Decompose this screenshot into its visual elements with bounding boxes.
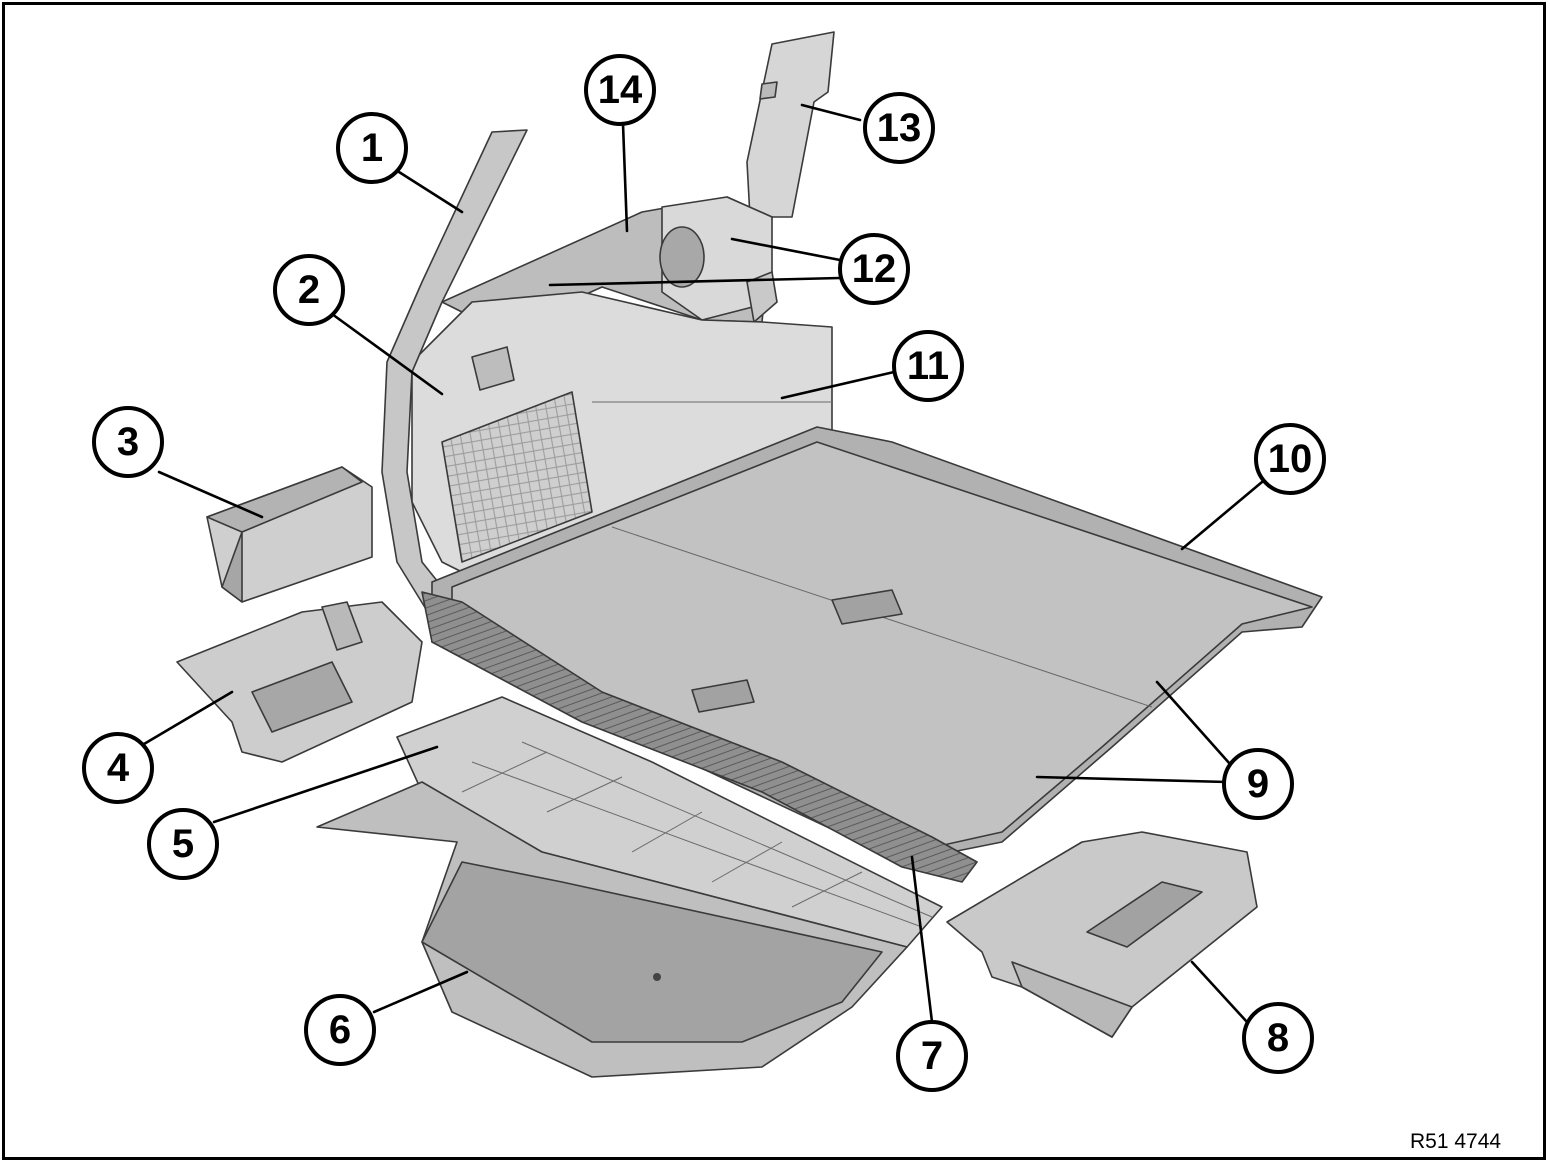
leader-5 xyxy=(212,745,439,824)
part-4-bracket-assembly xyxy=(176,601,423,763)
callout-11: 11 xyxy=(892,330,964,402)
part-6-wheel-well xyxy=(316,781,908,1078)
svg-text:14: 14 xyxy=(598,68,643,112)
svg-text:12: 12 xyxy=(852,247,897,291)
leader-3 xyxy=(157,470,264,519)
callout-9: 9 xyxy=(1222,748,1294,820)
svg-text:5: 5 xyxy=(172,822,194,866)
leader-1 xyxy=(397,170,464,214)
callout-12: 12 xyxy=(838,233,910,305)
leader-12a xyxy=(730,237,842,262)
svg-text:13: 13 xyxy=(877,106,922,150)
svg-text:2: 2 xyxy=(298,268,320,312)
leader-9a xyxy=(1035,775,1229,784)
svg-text:4: 4 xyxy=(107,746,130,790)
leader-11 xyxy=(780,370,896,400)
callout-6: 6 xyxy=(304,994,376,1066)
part-8-right-storage-box xyxy=(946,831,1258,1038)
leader-lines xyxy=(142,103,1264,1024)
callout-7: 7 xyxy=(896,1020,968,1092)
svg-text:9: 9 xyxy=(1247,762,1269,806)
callout-4: 4 xyxy=(82,732,154,804)
callout-13: 13 xyxy=(863,92,935,164)
svg-text:1: 1 xyxy=(361,126,383,170)
callout-10: 10 xyxy=(1254,423,1326,495)
callout-3: 3 xyxy=(92,406,164,478)
leader-9b xyxy=(1155,680,1232,766)
callout-2: 2 xyxy=(273,254,345,326)
part-9-floor-cover xyxy=(431,426,1323,863)
part-7-loading-sill xyxy=(421,591,978,883)
leader-2 xyxy=(330,312,444,396)
callout-5: 5 xyxy=(147,808,219,880)
part-13-pillar-trim xyxy=(746,31,835,218)
leader-12b xyxy=(548,276,842,287)
leader-7 xyxy=(910,855,934,1024)
leader-6 xyxy=(372,970,469,1014)
leader-8 xyxy=(1190,960,1249,1024)
svg-text:10: 10 xyxy=(1268,437,1313,481)
callout-14: 14 xyxy=(584,54,656,126)
svg-text:8: 8 xyxy=(1267,1016,1289,1060)
leader-10 xyxy=(1180,480,1264,551)
svg-text:6: 6 xyxy=(329,1008,351,1052)
part-3-storage-box xyxy=(206,466,373,603)
part-2-side-trim xyxy=(411,291,833,583)
callout-8: 8 xyxy=(1242,1002,1314,1074)
svg-text:3: 3 xyxy=(117,420,139,464)
leader-13 xyxy=(800,103,862,122)
svg-text:7: 7 xyxy=(921,1034,943,1078)
leader-4 xyxy=(142,690,234,746)
leader-14 xyxy=(621,122,629,233)
callout-1: 1 xyxy=(336,112,408,184)
reference-code: R51 4744 xyxy=(1410,1130,1501,1153)
svg-text:11: 11 xyxy=(907,344,949,388)
